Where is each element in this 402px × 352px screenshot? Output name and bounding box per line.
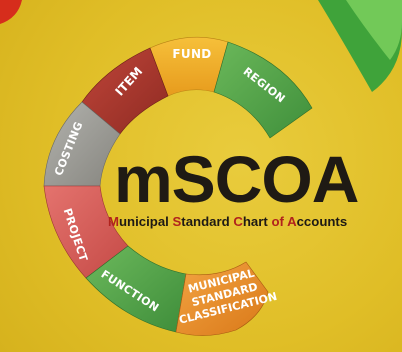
segment-region (213, 41, 313, 139)
subtitle-part: of (271, 214, 288, 229)
segment-msc (175, 261, 269, 336)
subtitle-part: A (287, 214, 297, 229)
subtitle-part: ccounts (296, 214, 348, 229)
subtitle-part: S (172, 214, 182, 229)
subtitle-part: tandard (181, 214, 234, 229)
logo-subtitle: Municipal Standard Chart of Accounts (108, 214, 347, 230)
logo-title: mSCOA (114, 142, 359, 216)
subtitle-part: unicipal (119, 214, 173, 229)
subtitle-part: hart (242, 214, 272, 229)
segment-fund-label: FUND (172, 47, 211, 61)
red-corner-swoosh (0, 0, 22, 24)
subtitle-part: C (233, 214, 243, 229)
subtitle-part: M (108, 214, 119, 229)
green-corner-leaf-light (346, 0, 402, 60)
